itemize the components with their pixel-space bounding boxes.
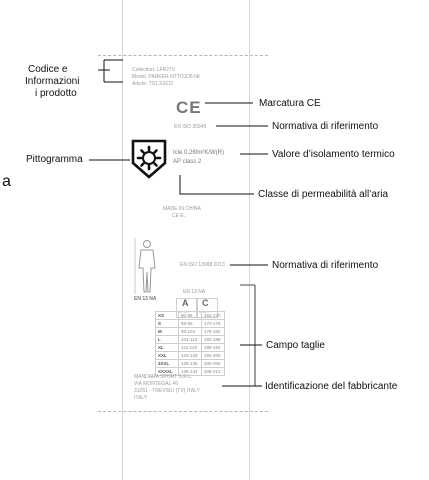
leader-codes xyxy=(98,59,123,83)
leader-bracket xyxy=(240,284,256,386)
annotation-thermal: Valore d’isolamento termico xyxy=(272,149,395,160)
maker-line: ITALY xyxy=(134,395,148,401)
annotation-codes-line3: i prodotto xyxy=(35,88,77,99)
annotation-size-range: Campo taglie xyxy=(266,340,325,351)
bottom-cut-line xyxy=(98,411,268,412)
air-class-text: AP class 2 xyxy=(173,159,202,165)
annotation-manufacturer: Identificazione del fabbricante xyxy=(265,381,398,392)
size-table-title: EN 13 NA xyxy=(183,289,206,295)
mid-note: CE E.. xyxy=(172,213,187,219)
product-info-line: Collection: LFRJTV xyxy=(132,67,176,73)
thermal-value-text: Icle 0.26fm²K/W(R) xyxy=(173,150,225,156)
col-c-header: C xyxy=(202,298,209,308)
product-info-line: Model: PARKER-NTTOJD6.htt xyxy=(132,74,200,80)
leader-air-class xyxy=(179,175,254,195)
measure-cell-c: 206-212 xyxy=(201,367,225,376)
annotation-pictogram: Pittogramma xyxy=(26,154,83,165)
norm-mid-text: EN ISO 13688:2013 xyxy=(180,262,225,268)
norm-top-text: EN ISO 20345 xyxy=(174,124,207,130)
maker-line: VIA MONTEGAL 46 xyxy=(134,381,178,387)
ce-mark: CE xyxy=(176,98,202,117)
annotation-ce: Marcatura CE xyxy=(259,98,321,109)
top-cut-line xyxy=(98,55,268,56)
annotation-air: Classe di permeabilità all’aria xyxy=(258,189,389,200)
col-a-header: A xyxy=(182,298,189,308)
protective-clothing-pictogram-icon xyxy=(131,139,167,179)
size-icon-caption: EN 13 NA xyxy=(134,296,157,302)
annotation-norm-1: Normativa di riferimento xyxy=(272,121,379,132)
product-info-line: Article: TS1.S1611 xyxy=(132,81,174,87)
annotation-codes-line2: Informazioni xyxy=(25,76,80,87)
body-measurement-icon xyxy=(134,238,156,294)
maker-line: 31051 - TREVISO (TV) ITALY xyxy=(134,388,200,394)
page-letter: a xyxy=(2,173,11,190)
garment-label xyxy=(122,0,250,480)
annotation-codes-line1: Codice e xyxy=(28,64,68,75)
annotation-norm-2: Normativa di riferimento xyxy=(272,260,379,271)
maker-line: MANDARA SPORT S.R.L. xyxy=(134,374,193,380)
mid-note: MADE IN CHINA xyxy=(163,206,201,212)
